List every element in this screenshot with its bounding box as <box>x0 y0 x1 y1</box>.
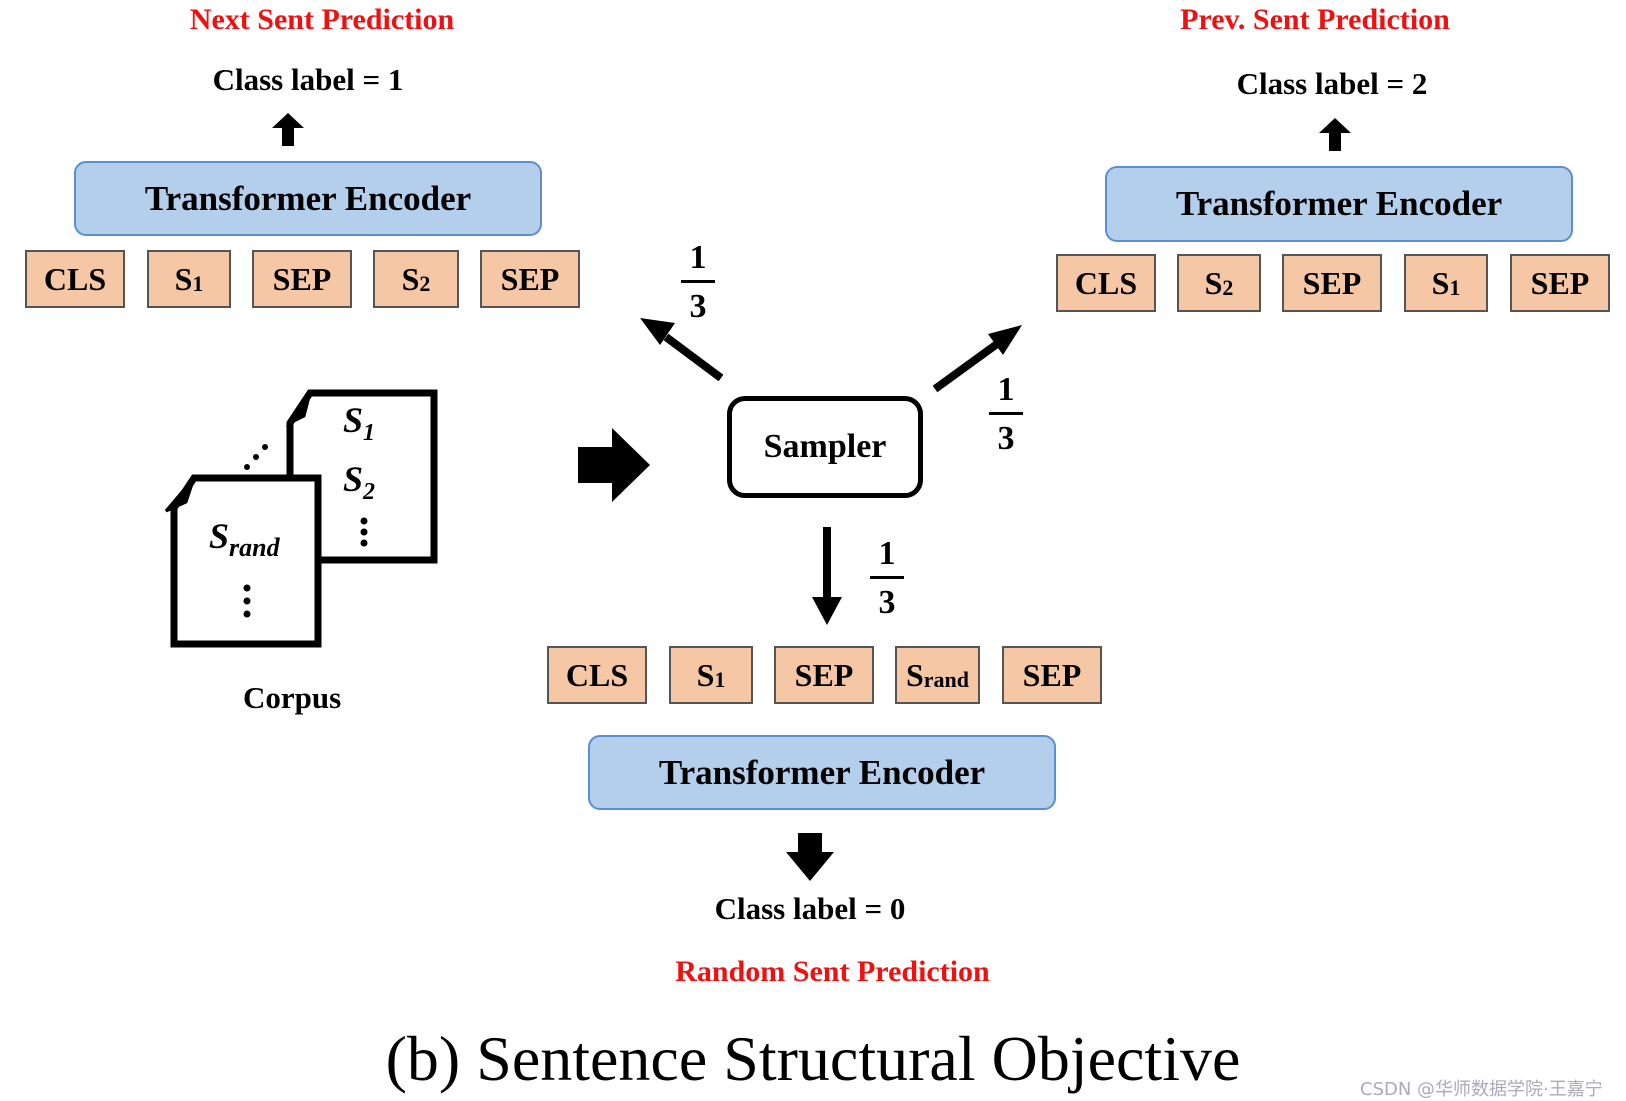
up-arrow-right <box>1319 118 1351 151</box>
corpus-front-document <box>164 474 322 648</box>
prev-sent-transformer-encoder: Transformer Encoder <box>1105 166 1573 242</box>
prev-sent-token-sep: SEP <box>1282 254 1382 312</box>
prev-sent-token-sep-end: SEP <box>1510 254 1610 312</box>
random-sent-transformer-encoder: Transformer Encoder <box>588 735 1056 810</box>
corpus-back-s1: S1 <box>343 400 376 447</box>
up-arrow-left <box>272 113 304 146</box>
next-sent-token-cls: CLS <box>25 250 125 308</box>
corpus-label: Corpus <box>243 680 342 715</box>
arrow-to-random-sent <box>812 527 842 625</box>
corpus-back-s2: S2 <box>343 459 376 506</box>
random-sent-token-sep-end: SEP <box>1002 646 1102 704</box>
random-sent-token-sep: SEP <box>774 646 874 704</box>
prev-sent-title: Prev. Sent Prediction <box>1180 3 1450 36</box>
figure-caption: (b) Sentence Structural Objective <box>385 1023 1241 1094</box>
arrow-to-prev-sent <box>932 325 1022 393</box>
corpus-front-srand: Srand <box>209 516 280 563</box>
next-sent-class-label: Class label = 1 <box>212 62 404 97</box>
corpus-back-document <box>244 389 438 564</box>
next-sent-title: Next Sent Prediction <box>189 3 455 36</box>
sampler-box: Sampler <box>727 396 923 498</box>
prev-sent-class-label: Class label = 2 <box>1236 66 1428 101</box>
prev-sent-token-cls: CLS <box>1056 254 1156 312</box>
random-sent-class-label: Class label = 0 <box>714 891 906 926</box>
random-sent-token-cls: CLS <box>547 646 647 704</box>
arrow-to-next-sent <box>640 318 724 382</box>
random-sent-title: Random Sent Prediction <box>675 955 990 988</box>
next-sent-transformer-encoder: Transformer Encoder <box>74 161 542 236</box>
corpus-to-sampler-arrow <box>578 428 650 502</box>
watermark: CSDN @华师数据学院·王嘉宁 <box>1360 1079 1603 1100</box>
next-sent-token-sep: SEP <box>252 250 352 308</box>
next-sent-token-sep-end: SEP <box>480 250 580 308</box>
down-arrow-bottom <box>786 833 834 881</box>
